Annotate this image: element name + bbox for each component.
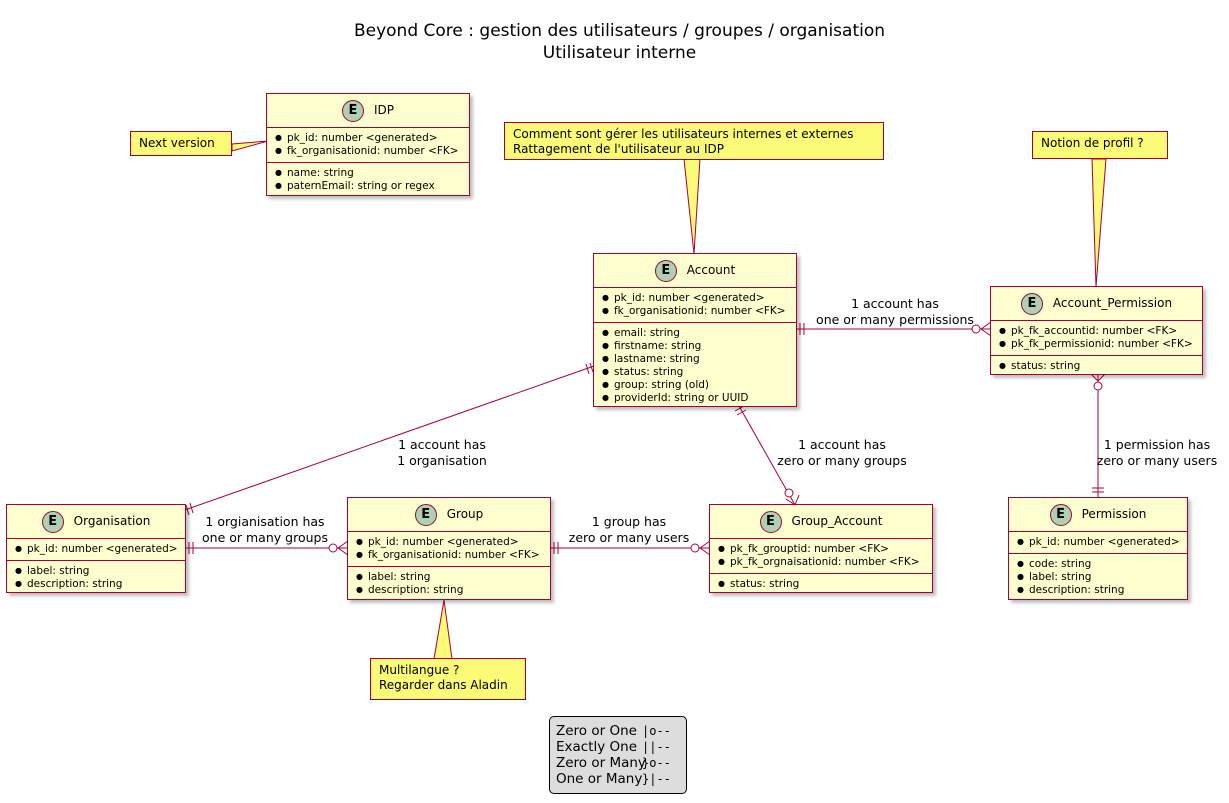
note-multilangue: Multilangue ?Regarder dans Aladin [370,658,526,700]
entity-field: pk_id: number <generated> [1017,536,1181,549]
entity-field: pk_fk_grouptid: number <FK> [718,543,926,556]
entity-field: firstname: string [602,340,790,353]
entity-field: pk_fk_orgnaisationid: number <FK> [718,556,926,569]
entity-field: name: string [275,167,463,180]
note-tail-account [683,158,701,255]
entity-name: Permission [1081,507,1147,521]
entity-field: status: string [718,578,926,591]
entity-name: Organisation [73,514,151,528]
entity-field: lastname: string [602,353,790,366]
entity-field: label: string [356,571,544,584]
entity-account-permission: E Account_Permission pk_fk_accountid: num… [990,286,1203,375]
cardinality-legend: Zero or One|o-- Exactly One||-- Zero or … [549,716,687,794]
legend-row: Zero or One|o-- [556,723,671,739]
entity-name: IDP [373,103,394,117]
entity-field: label: string [1017,571,1181,584]
entity-field: email: string [602,327,790,340]
entity-field: paternEmail: string or regex [275,180,463,193]
entity-name: Group [446,507,484,521]
entity-field: label: string [15,565,179,578]
entity-field: pk_id: number <generated> [275,132,463,145]
note-account-users: Comment sont gérer les utilisateurs inte… [504,122,884,160]
entity-group-account: E Group_Account pk_fk_grouptid: number <F… [709,504,933,593]
note-tail-multilangue [433,599,453,660]
entity-field: pk_fk_permissionid: number <FK> [999,338,1196,351]
edge-account-groups [738,405,796,506]
entity-name: Account [686,263,736,277]
entity-field: status: string [999,360,1196,373]
entity-field: providerId: string or UUID [602,392,790,405]
note-tail-profil [1091,158,1107,288]
entity-field: pk_id: number <generated> [15,543,179,556]
note-next-version: Next version [130,131,232,156]
entity-permission: E Permission pk_id: number <generated> co… [1008,497,1188,600]
edge-account-organisation [181,365,595,512]
entity-field: description: string [1017,584,1181,597]
entity-field: fk_organisationid: number <FK> [602,305,790,318]
note-tail-next-version [231,140,269,152]
entity-icon: E [41,510,64,533]
legend-row: One or Many}|-- [556,771,671,787]
entity-field: pk_fk_accountid: number <FK> [999,325,1196,338]
entity-field: group: string (old) [602,379,790,392]
legend-row: Exactly One||-- [556,739,671,755]
note-profil: Notion de profil ? [1032,131,1168,159]
entity-name: Account_Permission [1052,296,1173,310]
entity-field: code: string [1017,558,1181,571]
entity-field: fk_organisationid: number <FK> [356,549,544,562]
entity-field: description: string [356,584,544,597]
entity-icon: E [414,503,437,526]
entity-group: E Group pk_id: number <generated> fk_orga… [347,497,551,600]
legend-row: Zero or Many}o-- [556,755,671,771]
entity-icon: E [1020,292,1043,315]
diagram-subtitle: Utilisateur interne [542,43,697,63]
entity-field: fk_organisationid: number <FK> [275,145,463,158]
entity-icon: E [759,510,782,533]
entity-field: description: string [15,578,179,591]
diagram-title: Beyond Core : gestion des utilisateurs /… [353,21,886,41]
entity-name: Group_Account [791,514,883,528]
entity-field: pk_id: number <generated> [356,536,544,549]
entity-icon: E [341,99,364,122]
entity-idp: E IDP pk_id: number <generated> fk_organi… [266,93,470,196]
entity-icon: E [654,259,677,282]
entity-field: pk_id: number <generated> [602,292,790,305]
entity-account: E Account pk_id: number <generated> fk_or… [593,253,797,407]
entity-icon: E [1049,503,1072,526]
entity-field: status: string [602,366,790,379]
